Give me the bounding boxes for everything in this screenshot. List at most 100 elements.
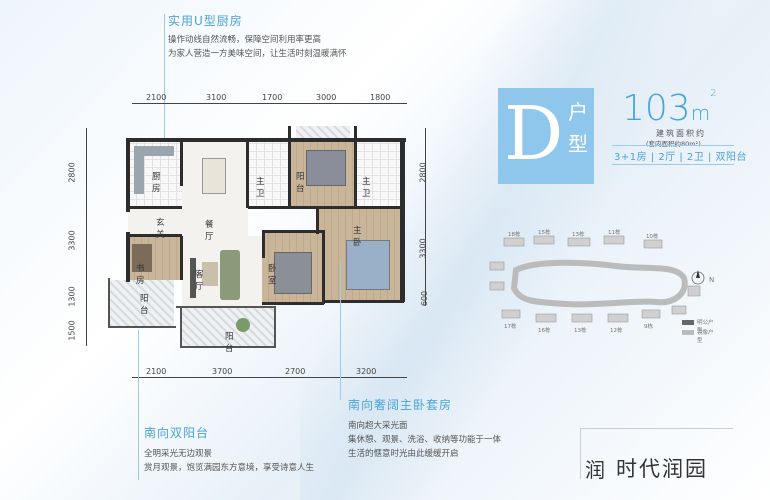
top-balcony-floor [296,126,350,140]
study-balcony-floor [110,280,174,326]
dimension-top-4: 3000 [316,93,337,102]
sofa [220,250,240,300]
site-building-label: 9栋 [644,324,653,330]
master-callout-text: 南向超大采光面 集休憩、观景、洗浴、收纳等功能于一体 生活的惬意时光由此缓缓开启 [348,421,502,459]
wall [288,126,291,208]
kitchen-counter [134,146,174,156]
site-building-label: 18栋 [508,232,521,238]
room-label-bedroom: 卧室 [268,264,277,286]
wall [128,234,182,237]
room-label-bath-master: 主卫 [362,177,371,199]
wall [246,138,406,142]
site-plan: 18栋 15栋 13栋 11栋 10栋 17栋 16栋 13栋 12栋 9栋 N… [476,222,716,352]
wall [180,138,183,186]
room-label-master: 主卧 [353,226,362,248]
wall [126,138,130,212]
dimension-line-bottom [132,377,407,378]
site-building-label: 17栋 [504,324,517,330]
dimension-left-3: 1300 [67,286,77,307]
wall [128,206,182,209]
room-label-living: 客厅 [195,270,204,292]
wall [274,306,276,348]
dimension-bottom-2: 3700 [212,367,233,376]
dimension-bottom-1: 2100 [146,367,167,376]
wall [400,138,405,302]
wall [126,232,130,282]
wall [180,346,276,348]
site-building-label: 11栋 [608,230,621,236]
balcony-callout: 南向双阳台 全明采光无边观景 赏月观景，饱览满园东方意境，享受诗意人生 [144,424,344,475]
unit-hu: 户 [568,100,588,124]
plant [236,318,250,332]
room-label-bath1: 主卫 [256,177,265,199]
unit-area-unit: m [690,101,711,125]
wall [108,326,176,328]
legend-current-label: 明公户型 [697,320,714,334]
unit-area-note: (套内面积约80m²) [646,140,701,148]
bath1-floor [248,140,290,208]
spec-divider [612,164,734,165]
dimension-top-5: 1800 [370,93,391,102]
entry-floor [128,208,198,236]
master-callout-line [340,262,341,400]
site-building-label: 16栋 [538,328,551,334]
wall [354,126,357,208]
bath-master-floor [356,140,402,208]
site-building-label: 10栋 [646,234,659,240]
unit-area: 103m 2 [622,88,717,129]
wall [316,206,319,234]
wall [262,230,265,258]
dimension-right-2: 3300 [418,238,428,259]
master-callout-title: 南向奢阔主卧套房 [348,398,453,412]
dimension-line-top [132,103,407,104]
site-plan-map [489,235,705,335]
dimension-bottom-4: 3200 [356,367,377,376]
unit-area-number: 103 [622,88,691,129]
site-building-label: 13栋 [574,328,587,334]
dimension-bottom-3: 2700 [285,367,306,376]
room-label-study: 书房 [136,264,145,286]
unit-area-label: 建筑面积约 [656,129,706,138]
unit-xing: 型 [568,132,588,156]
site-building-label: 13栋 [572,232,585,238]
brand-frame [580,428,733,479]
kitchen-callout-text: 操作动线自然流畅，保障空间利用率更高 为家人营造一方美味空间，让生活时刻温暖满怀 [168,35,347,59]
kitchen-callout-title: 实用U型厨房 [168,14,243,28]
dining-table [202,158,226,194]
legend-mirror-label: 镜像户型 [697,330,714,344]
wall [180,236,183,280]
dimension-top-3: 1700 [262,93,283,102]
kitchen-callout-line [164,14,165,152]
dimension-left-2: 3300 [67,230,77,251]
master-bed [346,240,390,290]
site-building-label: 12栋 [610,328,623,334]
kitchen-counter [134,146,144,194]
living-balcony-floor [182,308,274,348]
top-bed [306,150,346,186]
wall [322,300,404,303]
spec-divider [612,145,734,146]
unit-spec: 3+1房 | 2厅 | 2卫 | 双阳台 [614,152,748,163]
unit-letter: D [504,91,564,177]
room-label-study-balcony: 阳台 [140,294,149,316]
wall [356,206,402,209]
balcony-callout-line [138,330,139,480]
dimension-left-1: 2800 [67,162,77,183]
dimension-top-1: 2100 [146,93,167,102]
unit-area-sup: 2 [710,88,717,99]
brand-logo-mark: 润 [585,458,605,482]
wall [262,230,324,233]
wall [126,138,250,142]
wall [322,230,325,304]
wall [246,138,249,208]
balcony-callout-title: 南向双阳台 [144,426,210,440]
kitchen-callout: 实用U型厨房 操作动线自然流畅，保障空间利用率更高 为家人营造一方美味空间，让生… [168,12,468,61]
wall [176,306,276,308]
wall [262,302,324,305]
room-label-dining: 餐厅 [205,220,214,242]
rug [202,262,218,286]
bedroom-bed [274,252,312,294]
unit-type-badge: D 户 型 [498,88,594,184]
dimension-left-4: 1500 [67,320,77,341]
dimension-line-left [86,128,87,346]
